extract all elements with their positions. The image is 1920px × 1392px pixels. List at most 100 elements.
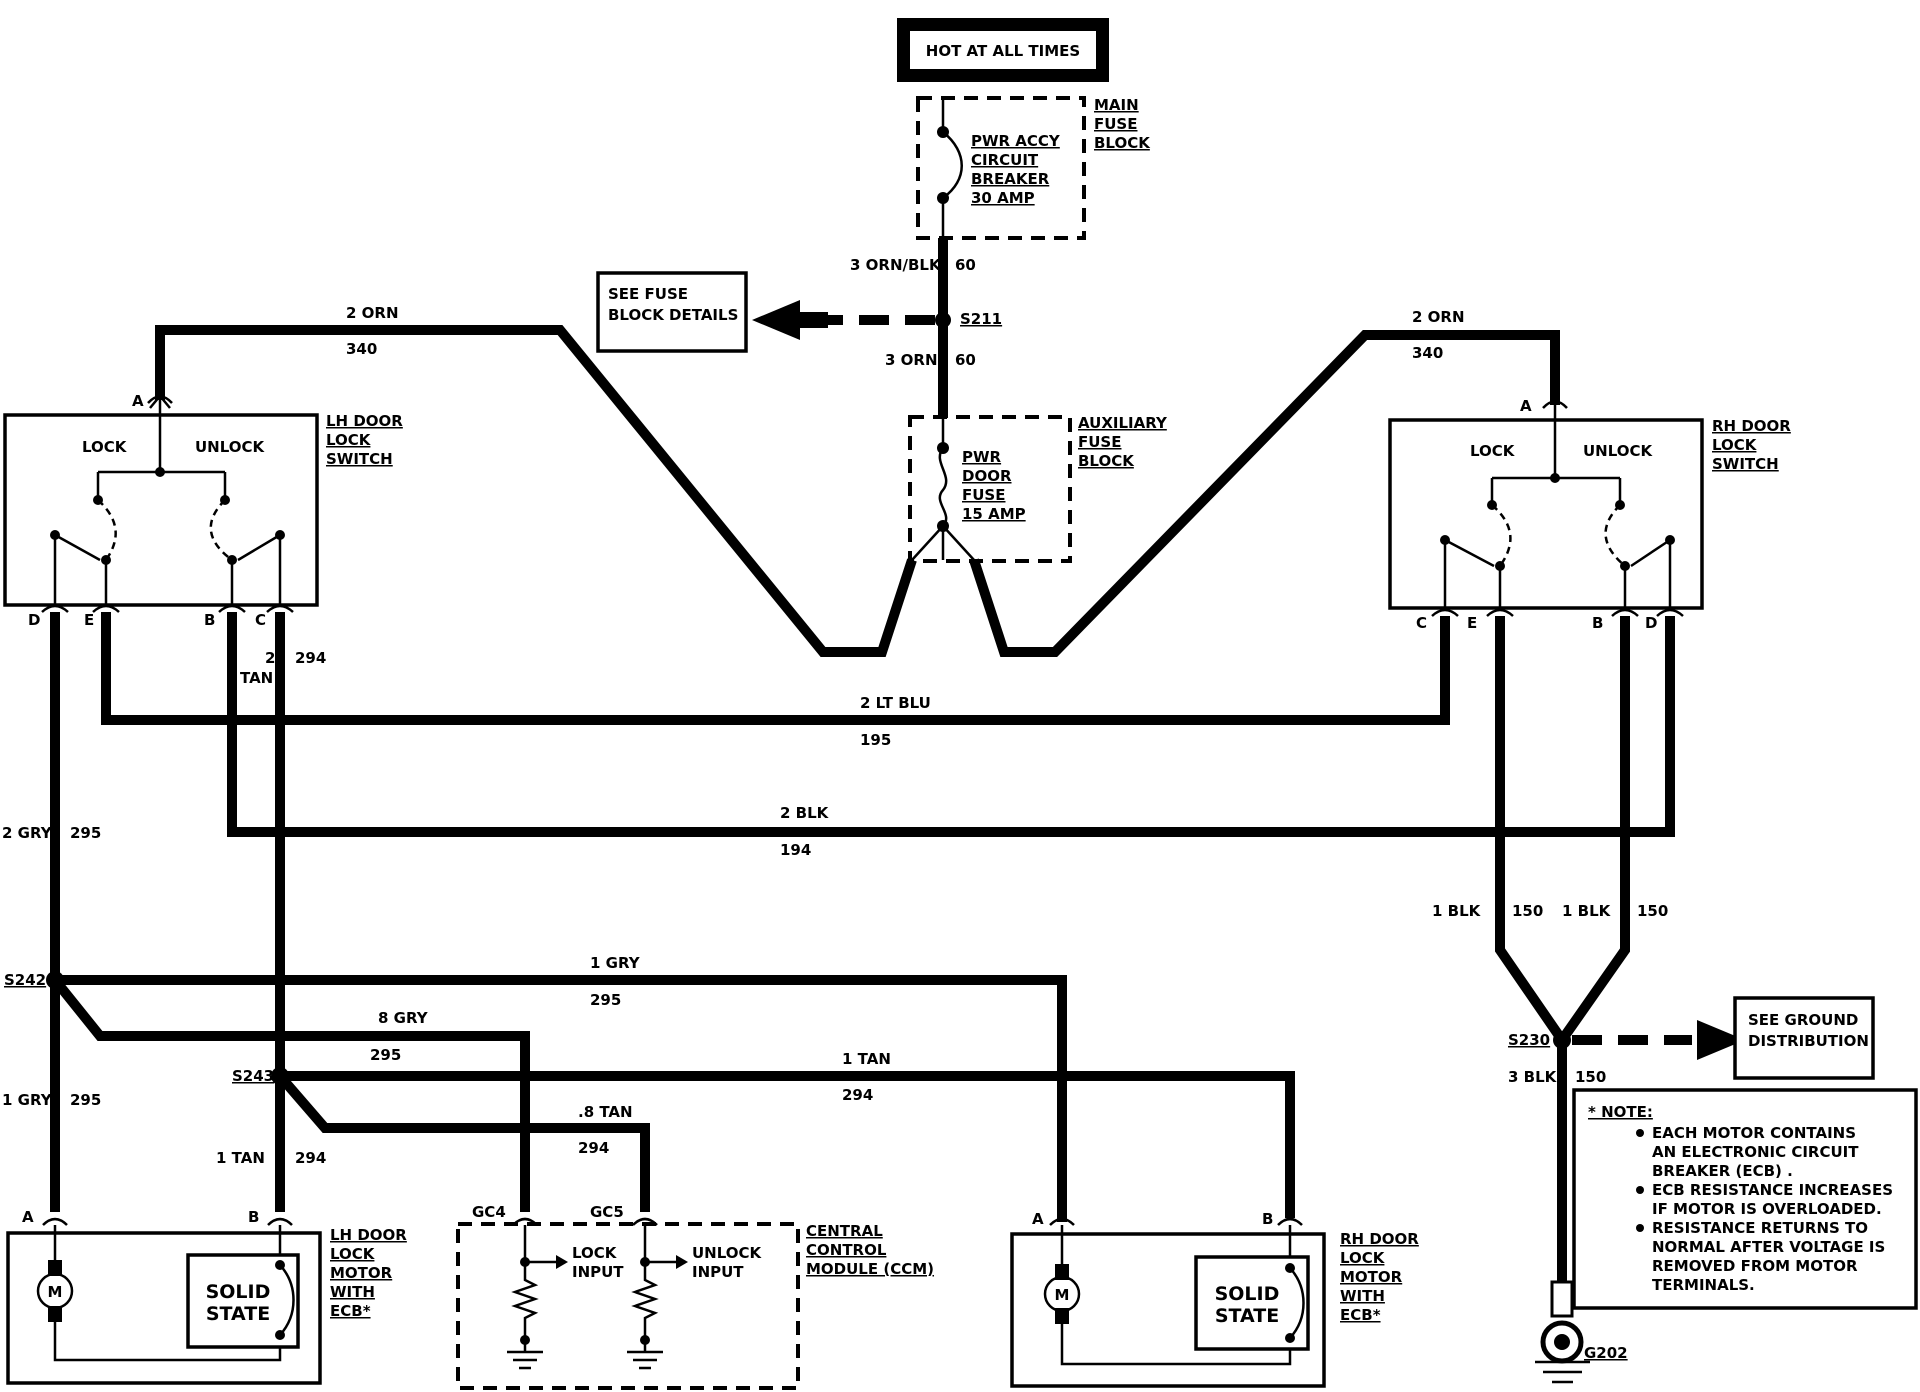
svg-text:NORMAL AFTER VOLTAGE IS: NORMAL AFTER VOLTAGE IS: [1652, 1238, 1885, 1256]
svg-text:ECB*: ECB*: [1340, 1306, 1381, 1324]
svg-text:FUSE: FUSE: [1094, 115, 1137, 133]
svg-text:295: 295: [590, 991, 621, 1009]
svg-text:BLOCK: BLOCK: [1078, 452, 1135, 470]
ccm-gc4-lock-input: GC4 LOCK INPUT: [472, 1203, 624, 1370]
svg-text:LH DOOR: LH DOOR: [330, 1226, 407, 1244]
lh-door-lock-switch: A LOCK UNLOCK: [3, 392, 319, 607]
lh-unlock-label: UNLOCK: [195, 438, 266, 456]
svg-text:2 LT BLU: 2 LT BLU: [860, 694, 931, 712]
svg-text:1 BLK: 1 BLK: [1432, 902, 1482, 920]
svg-text:295: 295: [70, 1091, 101, 1109]
svg-text:SOLID: SOLID: [206, 1281, 271, 1303]
svg-text:MAIN: MAIN: [1094, 96, 1139, 114]
svg-text:CONTROL: CONTROL: [806, 1241, 887, 1259]
see-fuse-block-details-box: [596, 271, 748, 353]
svg-text:ECB*: ECB*: [330, 1302, 371, 1320]
wire-label: 3 ORN: [885, 351, 938, 369]
svg-text:* NOTE:: * NOTE:: [1588, 1103, 1653, 1121]
svg-text:GC5: GC5: [590, 1203, 624, 1221]
see-ground-distribution-box: [1733, 996, 1875, 1080]
svg-text:195: 195: [860, 731, 891, 749]
wire-8-tan: [276, 1072, 650, 1212]
svg-text:2 ORN: 2 ORN: [1412, 308, 1465, 326]
svg-text:BREAKER (ECB) .: BREAKER (ECB) .: [1652, 1162, 1793, 1180]
lh-door-lock-motor: A B M SOLID STATE: [6, 1208, 322, 1385]
door-fuse-label: PWR DOOR FUSE 15 AMP: [962, 448, 1026, 523]
svg-text:CIRCUIT: CIRCUIT: [971, 151, 1039, 169]
svg-text:TERMINALS.: TERMINALS.: [1652, 1276, 1755, 1294]
svg-text:1 TAN: 1 TAN: [842, 1050, 891, 1068]
auxiliary-fuse-block-label: AUXILIARY FUSE BLOCK: [1078, 414, 1168, 470]
auxiliary-fuse-block: [908, 415, 1072, 563]
svg-text:S243: S243: [232, 1067, 274, 1085]
svg-text:15 AMP: 15 AMP: [962, 505, 1026, 523]
svg-text:1 BLK: 1 BLK: [1562, 902, 1612, 920]
svg-text:2: 2: [265, 649, 275, 667]
svg-text:294: 294: [295, 1149, 326, 1167]
svg-text:PWR: PWR: [962, 448, 1002, 466]
svg-text:2 BLK: 2 BLK: [780, 804, 830, 822]
wire-1-blk-e: [1495, 616, 1567, 1043]
svg-text:LOCK: LOCK: [1340, 1249, 1386, 1267]
rh-lock-label: LOCK: [1470, 442, 1516, 460]
circuit-number: 60: [955, 351, 976, 369]
svg-text:SWITCH: SWITCH: [1712, 455, 1779, 473]
svg-text:GC4: GC4: [472, 1203, 506, 1221]
svg-text:SOLID: SOLID: [1215, 1283, 1280, 1305]
rh-door-lock-switch: A LOCK UNLOCK: [1388, 397, 1704, 610]
svg-text:AN ELECTRONIC CIRCUIT: AN ELECTRONIC CIRCUIT: [1652, 1143, 1859, 1161]
svg-text:TAN: TAN: [240, 669, 273, 687]
svg-text:CENTRAL: CENTRAL: [806, 1222, 883, 1240]
wire-8-gry: [51, 976, 530, 1212]
svg-text:REMOVED FROM MOTOR: REMOVED FROM MOTOR: [1652, 1257, 1858, 1275]
hot-label: HOT AT ALL TIMES: [926, 42, 1080, 60]
rh-switch-pin-labels: C E B D: [1416, 614, 1657, 632]
main-fuse-block-label: MAIN FUSE BLOCK: [1094, 96, 1151, 152]
svg-text:WITH: WITH: [1340, 1287, 1385, 1305]
central-control-module: [456, 1222, 800, 1390]
svg-text:RESISTANCE RETURNS TO: RESISTANCE RETURNS TO: [1652, 1219, 1868, 1237]
svg-text:8 GRY: 8 GRY: [378, 1009, 429, 1027]
door-fuse-symbol: [938, 418, 948, 560]
svg-text:1 GRY: 1 GRY: [590, 954, 641, 972]
lh-door-lock-switch-label: LH DOOR LOCK SWITCH: [326, 412, 403, 468]
wire-1-gry-top: [55, 975, 1067, 1222]
svg-text:FUSE: FUSE: [962, 486, 1005, 504]
wire-label: 3 ORN/BLK: [850, 256, 942, 274]
svg-text:A: A: [1520, 397, 1532, 415]
svg-text:.8 TAN: .8 TAN: [578, 1103, 633, 1121]
svg-text:RH DOOR: RH DOOR: [1340, 1230, 1419, 1248]
svg-text:E: E: [84, 611, 94, 629]
svg-text:1 GRY: 1 GRY: [2, 1091, 53, 1109]
svg-text:M: M: [48, 1283, 63, 1301]
motor-icon: [36, 1272, 74, 1310]
lh-door-lock-motor-label: LH DOOR LOCK MOTOR WITH ECB*: [330, 1226, 407, 1320]
svg-text:ECB RESISTANCE INCREASES: ECB RESISTANCE INCREASES: [1652, 1181, 1893, 1199]
svg-text:294: 294: [578, 1139, 609, 1157]
svg-text:294: 294: [295, 649, 326, 667]
svg-text:C: C: [255, 611, 266, 629]
svg-text:340: 340: [346, 340, 377, 358]
note-box: * NOTE: EACH MOTOR CONTAINS AN ELECTRONI…: [1572, 1088, 1918, 1310]
svg-text:3 BLK: 3 BLK: [1508, 1068, 1558, 1086]
svg-text:LOCK: LOCK: [572, 1244, 618, 1262]
lh-switch-pin-labels: D E B C: [28, 611, 266, 629]
svg-text:SEE GROUND: SEE GROUND: [1748, 1011, 1858, 1029]
svg-text:A: A: [1032, 1210, 1044, 1228]
svg-text:B: B: [204, 611, 215, 629]
wire-1-tan-mid: [280, 1071, 1295, 1218]
main-fuse-block: [916, 96, 1086, 240]
svg-text:BREAKER: BREAKER: [971, 170, 1050, 188]
svg-text:295: 295: [370, 1046, 401, 1064]
svg-text:30 AMP: 30 AMP: [971, 189, 1035, 207]
wire-1-blk-b: [1557, 616, 1630, 1043]
svg-text:B: B: [1262, 1210, 1273, 1228]
svg-text:D: D: [1645, 614, 1657, 632]
ccm-gc5-unlock-input: GC5 UNLOCK INPUT: [590, 1203, 763, 1370]
svg-text:BLOCK: BLOCK: [1094, 134, 1151, 152]
wire-2-blk: [227, 612, 1675, 837]
svg-text:RH DOOR: RH DOOR: [1712, 417, 1791, 435]
rh-door-lock-switch-label: RH DOOR LOCK SWITCH: [1712, 417, 1791, 473]
svg-text:WITH: WITH: [330, 1283, 375, 1301]
svg-text:2 GRY: 2 GRY: [2, 824, 53, 842]
